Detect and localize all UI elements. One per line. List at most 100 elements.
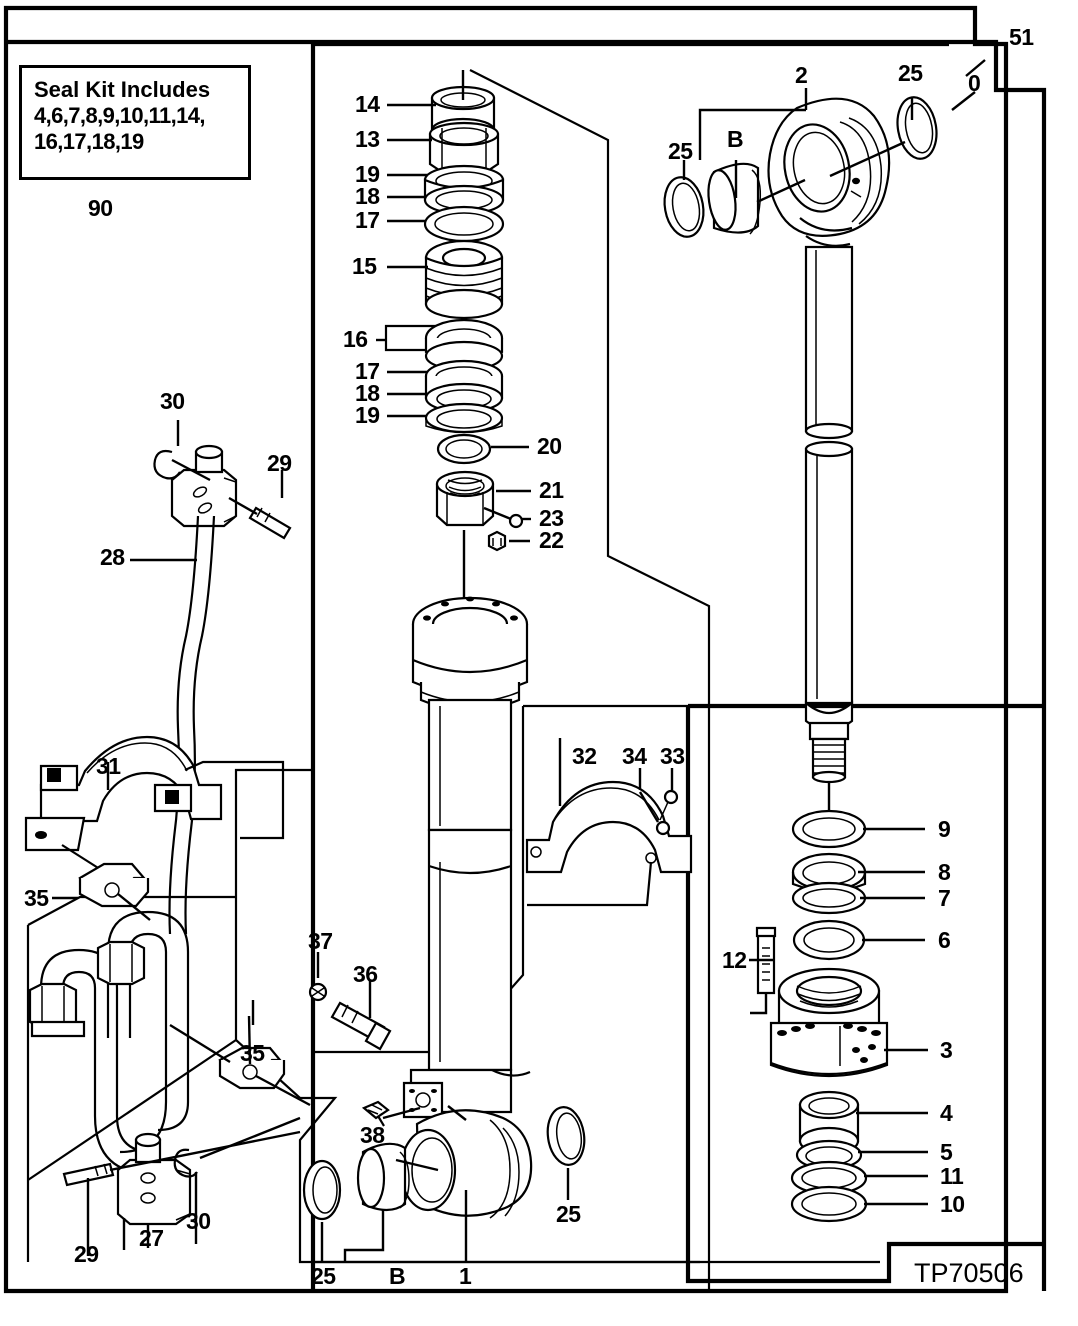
part-seal-8 xyxy=(791,852,867,893)
callout-90: 90 xyxy=(88,195,113,221)
callout-36: 36 xyxy=(353,961,378,987)
callout-27: 27 xyxy=(139,1225,164,1251)
leader-lines-right-stack xyxy=(827,782,928,1206)
callout-10: 10 xyxy=(940,1191,965,1217)
callout-6: 6 xyxy=(938,927,951,953)
part-backup-ring-7 xyxy=(791,881,867,915)
frame-outer-51 xyxy=(3,5,1009,1294)
callout-25-top-right: 25 xyxy=(898,60,923,86)
callout-8: 8 xyxy=(938,859,951,885)
callout-9: 9 xyxy=(938,816,951,842)
part-set-screw-22 xyxy=(487,530,507,552)
callout-35-lower: 35 xyxy=(240,1040,265,1066)
hose-fitting-2 xyxy=(96,940,146,986)
frame-region-center xyxy=(310,41,949,1291)
callout-5: 5 xyxy=(940,1139,953,1165)
callout-25-top-left: 25 xyxy=(668,138,693,164)
callout-18-lower: 18 xyxy=(355,380,380,406)
callout-2: 2 xyxy=(795,62,808,88)
part-washer-37 xyxy=(308,982,328,1002)
seal-kit-title: Seal Kit Includes xyxy=(34,77,211,102)
part-piston-15 xyxy=(424,239,504,320)
part-screw-12 xyxy=(750,926,777,1015)
callout-7: 7 xyxy=(938,885,951,911)
part-clamp-half-35-lower xyxy=(169,1015,311,1107)
callout-B-bottom: B xyxy=(389,1263,406,1289)
callout-14: 14 xyxy=(355,91,380,117)
frame-region-bottom-center xyxy=(298,1096,880,1264)
part-clamp-32 xyxy=(525,780,693,907)
drawing-number: TP70506 xyxy=(914,1258,1024,1288)
callout-22: 22 xyxy=(539,527,564,553)
callout-15: 15 xyxy=(352,253,377,279)
callout-16: 16 xyxy=(343,326,368,352)
callout-29-top: 29 xyxy=(267,450,292,476)
leader-lines-center-stack xyxy=(376,70,531,598)
callout-4: 4 xyxy=(940,1100,953,1126)
part-snap-ring-30-top xyxy=(153,449,211,482)
part-oring-9 xyxy=(791,809,867,849)
part-seal-ring-25-bottom-mid xyxy=(546,1106,586,1166)
part-bolt-36 xyxy=(330,1001,392,1051)
part-washer-20 xyxy=(436,433,492,465)
callout-29-bottom: 29 xyxy=(74,1241,99,1267)
part-cylinder-head-flange xyxy=(411,596,529,712)
part-seal-ring-25-top-right xyxy=(896,96,938,160)
seal-kit-line-1: 4,6,7,8,9,10,11,14, xyxy=(34,102,205,128)
part-pin-29-top xyxy=(228,496,292,540)
callout-17-upper: 17 xyxy=(355,207,380,233)
leader-lines-bottom-center xyxy=(320,1105,570,1262)
callout-35-upper: 35 xyxy=(24,885,49,911)
part-pin-29-bottom xyxy=(62,1162,115,1256)
part-seal-16 xyxy=(384,318,504,372)
callout-30-top: 30 xyxy=(160,388,185,414)
part-fastener-34 xyxy=(638,791,671,836)
part-ring-11 xyxy=(790,1160,868,1196)
seal-kit-line-2: 16,17,18,19 xyxy=(34,128,144,154)
part-backup-ring-19-lower xyxy=(424,402,504,434)
callout-17-lower: 17 xyxy=(355,358,380,384)
part-lock-nut-21 xyxy=(435,470,495,527)
part-ring-10 xyxy=(790,1185,868,1223)
callout-B-top: B xyxy=(727,126,744,152)
seal-kit-box: Seal Kit Includes 4,6,7,8,9,10,11,14, 16… xyxy=(19,65,251,180)
callout-13: 13 xyxy=(355,126,380,152)
callout-18-upper: 18 xyxy=(355,183,380,209)
callout-21: 21 xyxy=(539,477,564,503)
callout-38: 38 xyxy=(360,1122,385,1148)
callout-28: 28 xyxy=(100,544,125,570)
callout-19-lower: 19 xyxy=(355,402,380,428)
part-grease-tube-28 xyxy=(168,515,216,935)
hose-fitting-1 xyxy=(28,982,86,1038)
callout-19-upper: 19 xyxy=(355,161,380,187)
part-gland-nut-13 xyxy=(428,121,500,174)
part-bushing-B-top xyxy=(707,162,762,235)
part-hydraulic-hoses xyxy=(28,910,190,1176)
part-piston-3 xyxy=(769,967,889,1078)
leader-block-27-to-body xyxy=(109,1130,301,1172)
callout-12: 12 xyxy=(722,947,747,973)
callout-23: 23 xyxy=(539,505,564,531)
part-oring-18-upper xyxy=(423,178,505,216)
leader-snapring-30-bottom xyxy=(199,1116,301,1160)
part-snap-ring-30-bottom xyxy=(173,1148,198,1244)
part-seal-ring-25-top-left xyxy=(663,176,705,238)
part-rod-eye-assembly-2 xyxy=(767,97,891,247)
callout-1: 1 xyxy=(459,1263,472,1289)
part-seal-ring-25-bottom-left xyxy=(302,1159,342,1221)
part-grease-block-27 xyxy=(116,1132,192,1248)
callout-33: 33 xyxy=(660,743,685,769)
part-seal-6 xyxy=(792,919,866,961)
part-clamp-bracket-31 xyxy=(24,735,285,886)
callout-37: 37 xyxy=(308,928,333,954)
divider-diagonal-top xyxy=(469,69,711,1291)
callout-30-bottom: 30 xyxy=(186,1208,211,1234)
part-bushing-B-bottom xyxy=(356,1142,410,1212)
part-clamp-half-35-upper xyxy=(78,862,151,921)
part-piston-rod xyxy=(804,245,854,784)
leader-lines-top-right xyxy=(682,59,986,204)
callout-3: 3 xyxy=(940,1037,953,1063)
part-grease-fitting-38 xyxy=(361,1100,390,1127)
